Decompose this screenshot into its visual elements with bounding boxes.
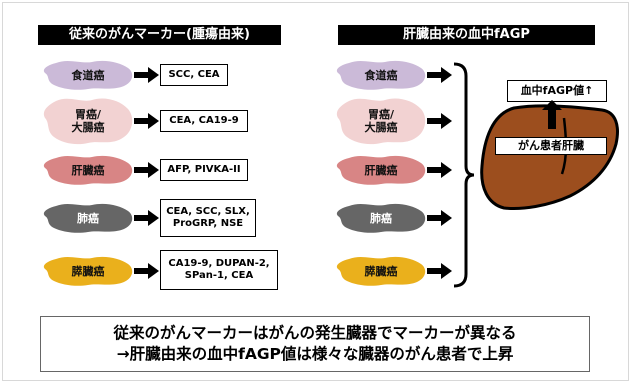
right-liver-cancer-label: 肝臓癌 <box>364 163 398 177</box>
right-arrow-stomach-colon <box>427 113 452 129</box>
fagp-result-box: 血中fAGP値↑ <box>507 80 607 102</box>
liver-cancer-blob: 肝臓癌 <box>42 155 134 185</box>
left-header: 従来のがんマーカー(腫瘍由来) <box>38 25 281 45</box>
arrow-liver <box>134 162 159 178</box>
right-arrow-pancreas <box>427 263 452 279</box>
arrow-pancreas <box>134 263 159 279</box>
right-lung-cancer-label: 肺癌 <box>370 211 392 225</box>
marker-box-stomach-colon: CEA, CA19-9 <box>160 110 248 132</box>
right-esophagus-cancer-label: 食道癌 <box>364 68 398 82</box>
pancreas-cancer-blob: 膵臓癌 <box>42 256 134 286</box>
liver-cancer-label: 肝臓癌 <box>71 163 105 177</box>
right-arrow-esophagus <box>427 67 452 83</box>
esophagus-cancer-label: 食道癌 <box>71 68 105 82</box>
arrow-lung <box>134 210 159 226</box>
up-arrow-icon <box>542 100 562 129</box>
esophagus-cancer-blob: 食道癌 <box>42 60 134 90</box>
arrow-stomach-colon <box>134 113 159 129</box>
caption-line-1: 従来のがんマーカーはがんの発生臓器でマーカーが異なる <box>113 324 517 342</box>
marker-box-lung: CEA, SCC, SLX, ProGRP, NSE <box>160 199 256 237</box>
right-arrow-liver <box>427 162 452 178</box>
right-pancreas-cancer-label: 膵臓癌 <box>364 264 398 278</box>
stomach-colon-cancer-blob: 胃癌/ 大腸癌 <box>42 97 134 145</box>
arrow-esophagus <box>134 67 159 83</box>
grouping-bracket <box>453 62 475 288</box>
lung-cancer-label: 肺癌 <box>77 211 99 225</box>
liver-label-box: がん患者肝臓 <box>495 137 607 155</box>
right-pancreas-cancer-blob: 膵臓癌 <box>335 256 427 286</box>
stomach-colon-cancer-label: 胃癌/ 大腸癌 <box>71 108 105 134</box>
pancreas-cancer-label: 膵臓癌 <box>71 264 105 278</box>
liver-organ-icon <box>480 104 619 210</box>
right-stomach-colon-cancer-label: 胃癌/ 大腸癌 <box>364 108 398 134</box>
lung-cancer-blob: 肺癌 <box>42 203 134 233</box>
summary-caption: 従来のがんマーカーはがんの発生臓器でマーカーが異なる →肝臓由来の血中fAGP値… <box>40 316 590 372</box>
right-stomach-colon-cancer-blob: 胃癌/ 大腸癌 <box>335 97 427 145</box>
marker-box-liver: AFP, PIVKA-II <box>160 159 248 181</box>
right-arrow-lung <box>427 210 452 226</box>
right-header: 肝臓由来の血中fAGP <box>338 25 595 45</box>
marker-box-esophagus: SCC, CEA <box>160 64 228 86</box>
right-esophagus-cancer-blob: 食道癌 <box>335 60 427 90</box>
right-lung-cancer-blob: 肺癌 <box>335 203 427 233</box>
right-liver-cancer-blob: 肝臓癌 <box>335 155 427 185</box>
marker-box-pancreas: CA19-9, DUPAN-2, SPan-1, CEA <box>160 250 278 290</box>
caption-line-2: →肝臓由来の血中fAGP値は様々な臓器のがん患者で上昇 <box>116 345 514 363</box>
